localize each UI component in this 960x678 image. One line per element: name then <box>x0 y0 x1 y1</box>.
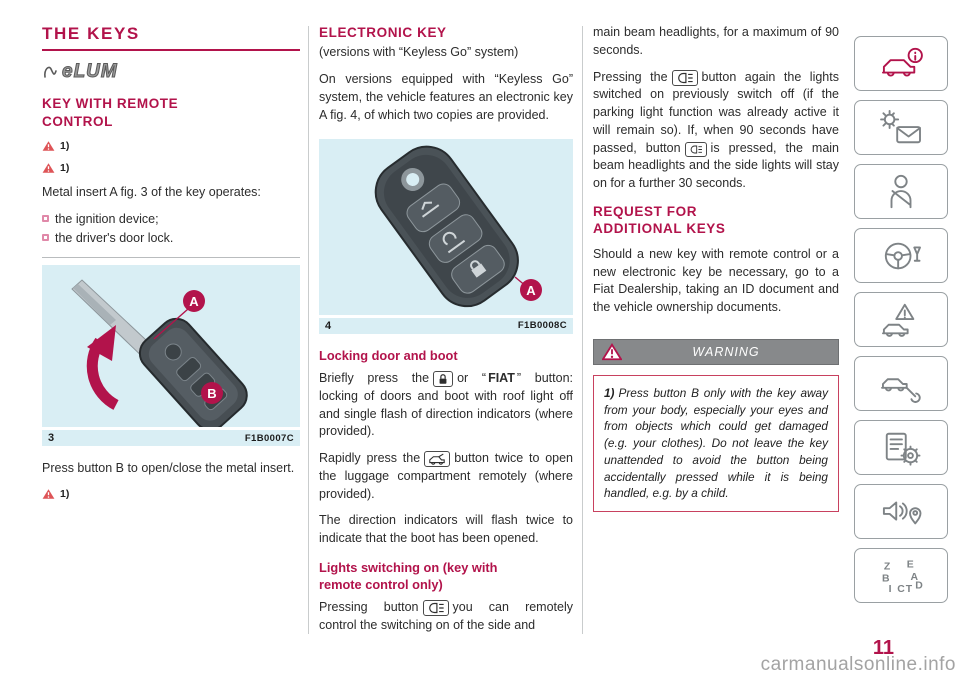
chapter-title: THE KEYS <box>42 24 140 43</box>
logo-scribble-icon <box>44 66 57 78</box>
warning-triangle-icon <box>602 342 622 361</box>
section-heading-key-remote: KEY WITH REMOTE CONTROL <box>42 96 179 129</box>
sidebar-section-technical-data <box>854 420 948 475</box>
figure-code: F1B0007C <box>244 432 294 444</box>
sidebar-section-index: Z E B A I C T D <box>854 548 948 603</box>
section-heading-electronic-key: ELECTRONIC KEY <box>319 25 447 40</box>
body-paragraph: The direction indicators will flash twic… <box>319 513 573 546</box>
column-divider <box>308 26 309 634</box>
flip-key-illustration: A B <box>42 265 300 428</box>
warning-reference: 1) <box>42 140 300 152</box>
lights-button-icon <box>671 69 698 86</box>
svg-text:B: B <box>882 573 890 584</box>
body-paragraph: Should a new key with remote control or … <box>593 246 839 315</box>
lights-button-icon <box>684 141 707 157</box>
figure-4-electronic-key: A 4 F1B0008C <box>319 138 573 334</box>
bullet-square-icon <box>42 233 49 241</box>
warning-reference: 1) <box>42 488 300 500</box>
watermark: carmanualsonline.info <box>760 654 956 675</box>
warning-title: WARNING <box>692 344 760 359</box>
sidebar-section-multimedia <box>854 484 948 539</box>
svg-text:C: C <box>897 584 905 595</box>
sidebar-section-servicing <box>854 356 948 411</box>
warning-note-number: 1) <box>604 385 615 400</box>
figure-caption: 4 F1B0008C <box>319 317 573 334</box>
note-number: 1) <box>60 488 70 501</box>
svg-text:I: I <box>889 584 892 595</box>
figure-number: 4 <box>325 319 332 332</box>
body-paragraph: Press button B to open/close the metal i… <box>42 461 295 476</box>
subheading-locking: Locking door and boot <box>319 347 458 363</box>
svg-text:E: E <box>907 559 914 570</box>
document-gear-icon <box>885 432 921 466</box>
list-item: the driver's door lock. <box>42 230 300 248</box>
passenger-seatbelt-icon <box>890 174 912 208</box>
electronic-key-illustration: A <box>319 138 573 315</box>
note-number: 1) <box>60 140 70 153</box>
model-logo: eLUM <box>42 59 300 85</box>
svg-text:A: A <box>911 571 919 582</box>
car-info-icon <box>882 47 923 76</box>
chapter-title-block: THE KEYS <box>42 24 300 51</box>
figure-number: 3 <box>48 432 55 445</box>
page-number: 11 <box>872 637 894 659</box>
column-3: main beam headlights, for a maximum of 9… <box>593 24 839 513</box>
svg-text:D: D <box>915 580 923 591</box>
emergency-triangle-car-icon <box>882 303 915 337</box>
figure-label-a: A <box>526 283 536 298</box>
column-1: THE KEYS eLUM KEY WITH REMOTE CONTROL 1) <box>42 24 300 510</box>
sidebar-section-starting-driving <box>854 228 948 283</box>
warning-triangle-icon <box>42 163 55 173</box>
lock-button-icon <box>433 371 454 388</box>
figure-3-key-with-metal-insert: A B 3 F1B0007C <box>42 257 300 447</box>
bullet-square-icon <box>42 214 49 222</box>
figure-label-b: B <box>207 386 216 401</box>
svg-text:T: T <box>906 584 913 595</box>
steering-wheel-icon <box>884 242 921 269</box>
subheading-lights: Lights switching on (key with remote con… <box>319 559 498 592</box>
warning-triangle-icon <box>42 141 55 151</box>
warning-triangle-icon <box>42 489 55 499</box>
body-paragraph: On versions equipped with “Keyless Go” s… <box>319 72 573 122</box>
column-divider <box>582 26 583 634</box>
list-item: the ignition device; <box>42 211 300 229</box>
sidebar-section-dashboard <box>854 100 948 155</box>
section-heading-additional-keys: REQUEST FOR ADDITIONAL KEYS <box>593 203 726 237</box>
boot-open-button-icon <box>424 451 451 468</box>
warning-note-text: Press button B only with the key away fr… <box>604 385 828 501</box>
figure-code: F1B0008C <box>517 320 567 332</box>
sidebar-section-safety <box>854 164 948 219</box>
body-paragraph: main beam headlights, for a maximum of 9… <box>593 25 839 57</box>
sidebar-section-vehicle-knowledge <box>854 36 948 91</box>
intro-paragraph: Metal insert A fig. 3 of the key operate… <box>42 185 261 200</box>
column-2: ELECTRONIC KEY (versions with “Keyless G… <box>319 24 573 644</box>
warning-reference: 1) <box>42 162 300 174</box>
figure-label-a: A <box>189 294 199 309</box>
warning-note: 1)Press button B only with the key away … <box>593 374 839 513</box>
warning-banner: WARNING <box>593 338 839 365</box>
logo-text: eLUM <box>62 61 118 83</box>
message-sun-icon <box>880 109 921 143</box>
figure-caption: 3 F1B0007C <box>42 430 300 447</box>
svg-text:Z: Z <box>884 561 891 572</box>
index-letters-icon: Z E B A I C T D <box>882 559 923 595</box>
chapter-tab-sidebar: Z E B A I C T D <box>854 36 948 603</box>
sidebar-section-emergency <box>854 292 948 347</box>
note-number: 1) <box>60 162 70 175</box>
car-wrench-icon <box>881 377 921 403</box>
lights-button-icon <box>422 600 449 617</box>
speaker-map-pin-icon <box>882 501 922 524</box>
fiat-button-label: FIAT <box>488 371 515 386</box>
section-subheading: (versions with “Keyless Go” system) <box>319 44 519 59</box>
